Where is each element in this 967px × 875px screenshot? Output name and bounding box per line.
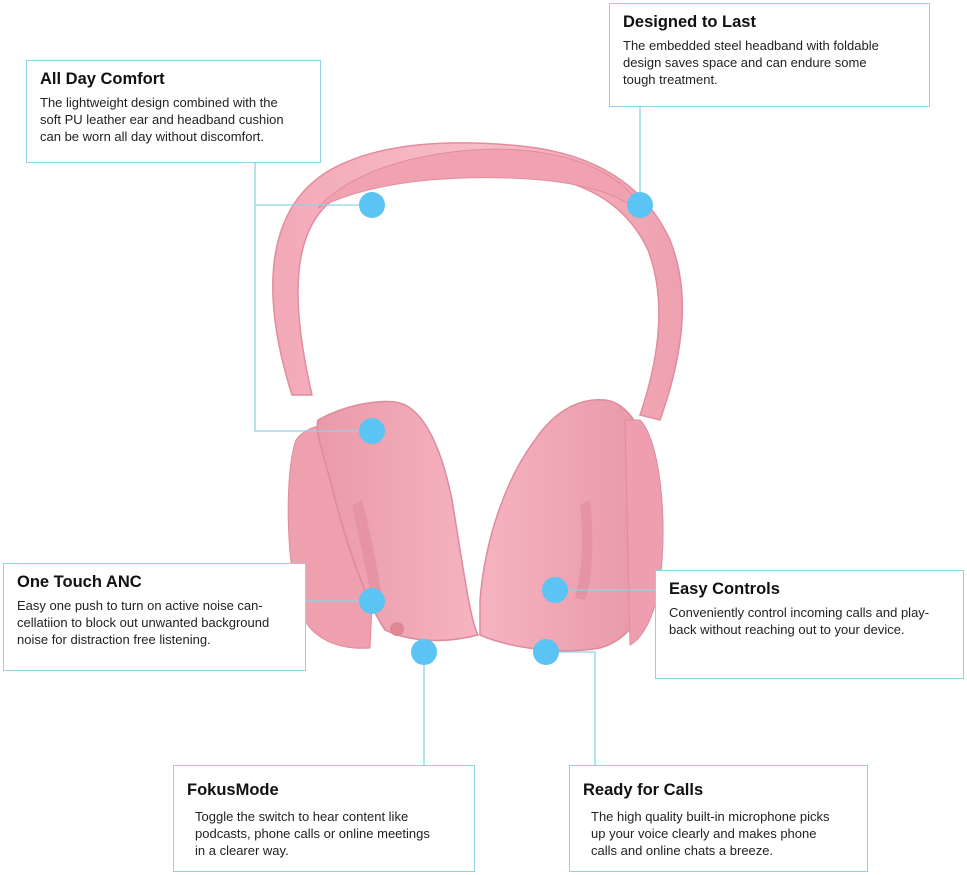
callout-title: Ready for Calls [583,781,704,799]
marker-microphone [533,639,559,665]
markers [359,192,653,665]
marker-headband-cushion [359,192,385,218]
callout-title: Designed to Last [623,13,756,31]
callout-title: All Day Comfort [40,70,165,88]
marker-controls [542,577,568,603]
left-ear-cup [287,400,480,649]
callout-body: Conveniently control incoming calls and … [669,605,930,637]
leader-lines [254,107,655,765]
headband [272,142,684,421]
marker-ear-cushion [359,418,385,444]
callout-fokus-mode: FokusMode Toggle the switch to hear cont… [173,765,475,872]
marker-anc-button [359,588,385,614]
marker-fokus-switch [411,639,437,665]
callout-body: The embedded steel headband with foldabl… [623,38,879,87]
callout-body: The high quality built-in microphone pic… [591,809,830,858]
callout-all-day-comfort: All Day Comfort The lightweight design c… [26,60,321,163]
callout-one-touch-anc: One Touch ANC Easy one push to turn on a… [3,563,306,671]
callout-body: The lightweight design combined with the… [40,95,284,144]
callout-title: One Touch ANC [17,573,142,591]
callout-ready-for-calls: Ready for Calls The high quality built-i… [569,765,868,872]
callout-title: Easy Controls [669,580,780,598]
right-ear-cup [479,399,664,652]
callout-designed-to-last: Designed to Last The embedded steel head… [609,3,930,107]
callout-easy-controls: Easy Controls Conveniently control incom… [655,570,964,679]
callout-body: Easy one push to turn on active noise ca… [17,598,270,647]
callout-title: FokusMode [187,781,279,799]
callout-body: Toggle the switch to hear content like p… [195,809,430,858]
marker-headband-hinge [627,192,653,218]
